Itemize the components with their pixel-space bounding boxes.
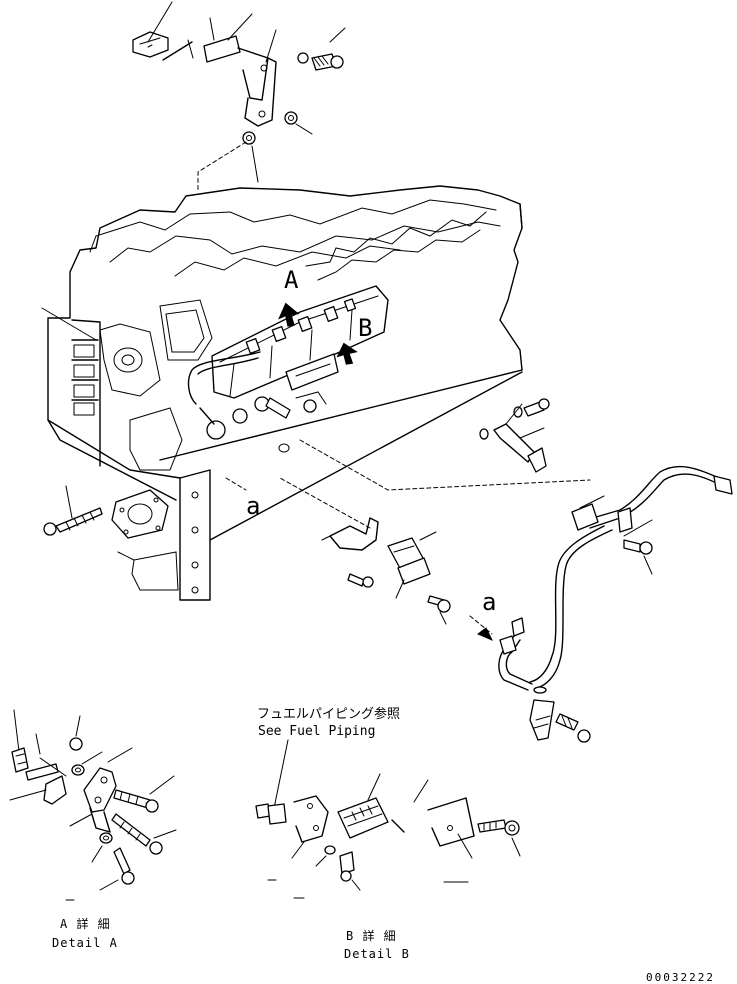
fuel-pipe-assembly (299, 398, 733, 743)
connection-arrow-icon (477, 627, 494, 641)
detail-b-title-jp: B 詳 細 (346, 929, 397, 943)
connection-a-pipe-label: a (482, 588, 497, 616)
detail-a-title-en: Detail A (52, 936, 118, 950)
view-arrow-icon (278, 302, 300, 327)
see-fuel-piping-note-jp: フュエルパイピング参照 (257, 707, 401, 722)
view-arrow-a (278, 302, 300, 327)
detail-a-drawing (9, 709, 177, 901)
detail-b-drawing (255, 739, 521, 899)
view-arrow-icon (336, 342, 358, 365)
see-fuel-piping-note-en: See Fuel Piping (258, 724, 376, 739)
top-bracket-assembly (132, 1, 346, 191)
connection-a-engine-label: a (246, 492, 261, 520)
engine-block (41, 185, 523, 601)
middle-bracket-group (225, 477, 451, 625)
view-b-label: B (358, 314, 373, 342)
drawing-number: 00032222 (646, 971, 715, 984)
fuel-injection-pump (187, 285, 389, 425)
view-a-label: A (284, 266, 299, 294)
detail-b-title-en: Detail B (344, 947, 410, 961)
view-arrow-b (336, 342, 358, 365)
detail-a-title-jp: A 詳 細 (60, 917, 111, 931)
